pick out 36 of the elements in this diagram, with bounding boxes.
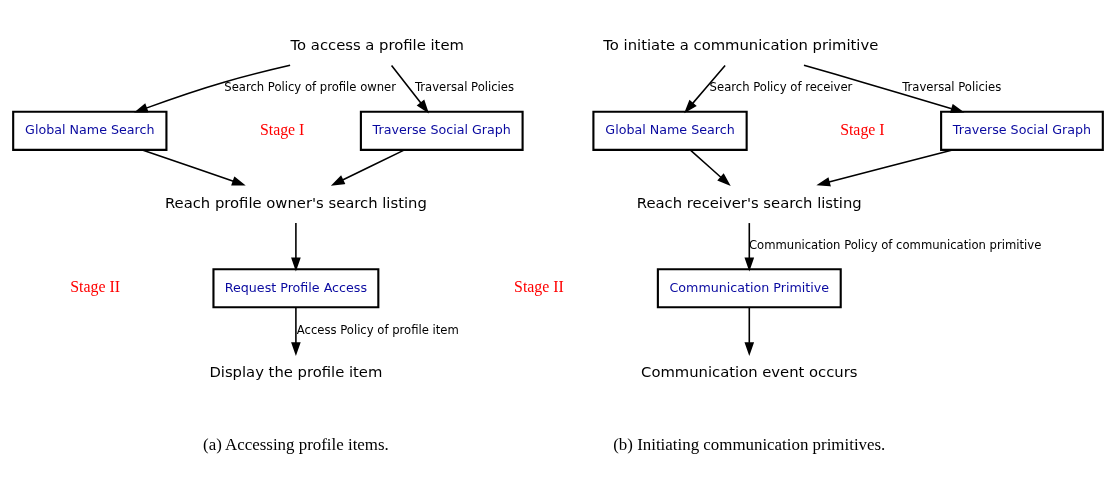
edge-label: Access Policy of profile item xyxy=(296,322,459,337)
node-text: Reach receiver's search listing xyxy=(636,193,862,211)
label: Stage I xyxy=(259,120,305,138)
edge-label: Search Policy of profile owner xyxy=(224,80,397,95)
arrow xyxy=(816,149,954,187)
node-box: Traverse Social Graph xyxy=(940,110,1104,151)
edge-label: Traversal Policies xyxy=(414,80,515,95)
label: Stage II xyxy=(514,277,564,295)
arrow xyxy=(684,64,726,114)
arrow xyxy=(291,306,301,356)
node-box: Request Profile Access xyxy=(212,268,380,309)
arrow xyxy=(330,149,406,186)
label: Stage I xyxy=(840,120,885,138)
node-box: Communication Primitive xyxy=(656,268,842,309)
label: (b) Initiating communication primitives. xyxy=(613,434,886,454)
node-text: Communication event occurs xyxy=(641,362,858,380)
label: (a) Accessing profile items. xyxy=(203,434,389,454)
node-text: Reach profile owner's search listing xyxy=(164,193,427,211)
node-text: Display the profile item xyxy=(209,362,383,380)
arrow xyxy=(689,149,731,187)
node-box: Global Name Search xyxy=(592,110,748,151)
node-text: To access a profile item xyxy=(290,36,464,54)
arrow xyxy=(744,222,755,272)
arrow xyxy=(141,149,246,186)
arrow xyxy=(291,222,301,272)
node-box: Global Name Search xyxy=(12,110,168,151)
node-text: To initiate a communication primitive xyxy=(603,36,879,54)
label: Stage II xyxy=(70,277,120,295)
arrow xyxy=(744,306,755,356)
edge-label: Search Policy of receiver xyxy=(709,80,853,95)
node-box: Traverse Social Graph xyxy=(359,110,524,151)
edge-label: Traversal Policies xyxy=(902,80,1002,95)
edge-label: Communication Policy of communication primitive xyxy=(748,237,1042,252)
arrow xyxy=(390,64,429,114)
arrow xyxy=(134,64,291,113)
arrow xyxy=(803,64,965,114)
